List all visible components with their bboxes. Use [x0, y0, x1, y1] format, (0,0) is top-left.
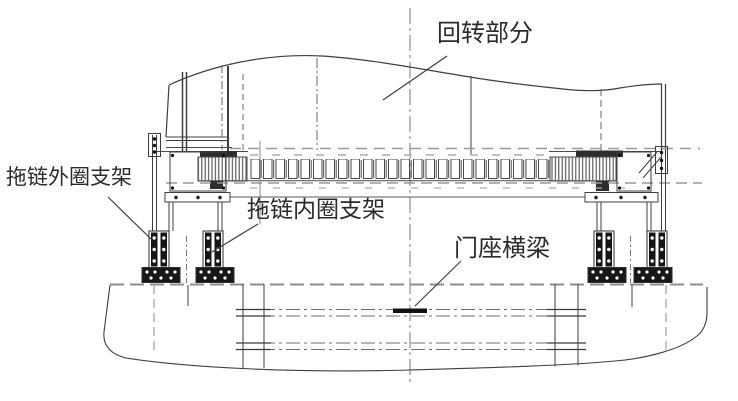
gantry-base — [103, 283, 708, 372]
roller-teeth-band — [250, 159, 550, 180]
gantry-beam-section-mark — [393, 308, 427, 313]
rotating-body — [165, 54, 667, 156]
drag-chain-bracket-inner-right — [587, 230, 627, 283]
leader-outer-ring-bracket — [107, 196, 153, 241]
gear-hatch-left — [197, 156, 248, 182]
gantry-beam-hidden-lines — [236, 308, 586, 351]
label-outer-ring-bracket: 拖链外圈支架 — [6, 166, 132, 189]
leader-gantry-beam — [414, 260, 462, 307]
ring-cap-left — [200, 151, 237, 157]
leader-rotating-part — [382, 55, 448, 101]
drag-chain-bracket-outer-right — [633, 230, 673, 283]
leader-inner-ring-bracket — [211, 223, 259, 253]
label-gantry-beam: 门座横梁 — [454, 235, 550, 262]
ring-cap-right — [576, 150, 623, 157]
label-inner-ring-bracket: 拖链内圈支架 — [247, 196, 385, 222]
label-rotating-part: 回转部分 — [437, 20, 533, 47]
drag-chain-bracket-inner-left — [195, 230, 235, 283]
slewing-ring — [157, 141, 702, 224]
drag-chain-bracket-outer-left — [141, 230, 181, 283]
gear-hatch-right — [549, 156, 617, 182]
